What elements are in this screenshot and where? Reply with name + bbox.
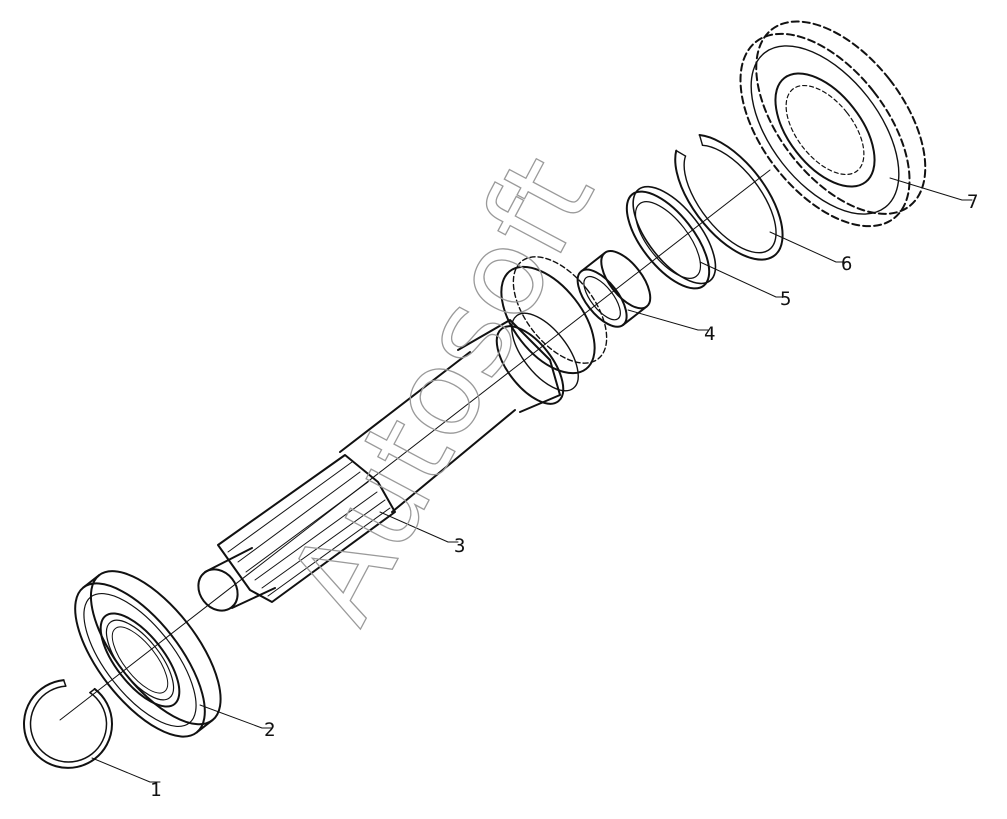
watermark-text: Autosoft — [263, 135, 621, 643]
watermark: Autosoft — [262, 135, 622, 645]
part-2-bearing — [74, 570, 222, 738]
part-labels: 1 2 3 4 5 6 7 — [150, 191, 978, 801]
part-7-gear — [739, 20, 927, 228]
label-part-2: 2 — [264, 719, 275, 741]
part-6-retaining-ring — [674, 133, 784, 261]
label-part-1: 1 — [150, 779, 161, 801]
leader-lines — [91, 177, 973, 783]
label-part-5: 5 — [780, 288, 791, 310]
part-3-shaft — [197, 256, 608, 612]
part-5-washer — [625, 185, 717, 290]
label-part-4: 4 — [704, 323, 715, 345]
label-part-6: 6 — [841, 253, 852, 275]
part-4-bushing — [576, 250, 652, 328]
label-part-3: 3 — [454, 535, 465, 557]
label-part-7: 7 — [967, 191, 978, 213]
part-1-snap-ring — [23, 679, 113, 769]
